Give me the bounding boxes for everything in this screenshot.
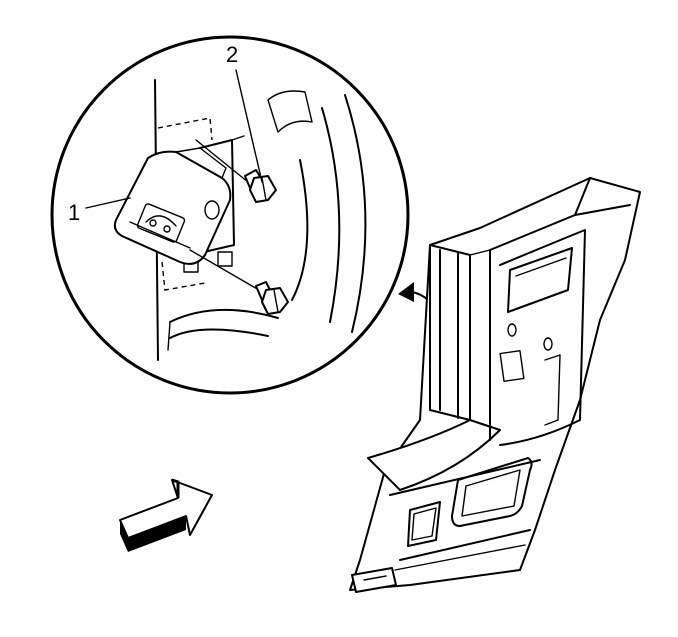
panel-hole — [204, 200, 220, 220]
callout-2-leader — [235, 69, 263, 183]
sill-end — [167, 321, 171, 351]
view-direction-arrow-icon — [119, 478, 213, 552]
lower-bolt-axis — [189, 249, 267, 295]
upper-bolt-axis — [195, 139, 249, 183]
cover-panel — [113, 150, 232, 265]
lower-sill-line-2 — [169, 328, 269, 339]
mount-outline-top — [157, 117, 213, 141]
detail-circle — [50, 35, 410, 395]
upper-slot-opening — [507, 247, 573, 313]
door-seal-middle — [321, 107, 341, 323]
lower-sill-line — [169, 308, 279, 323]
body-side-assembly — [349, 177, 641, 593]
lower-bolt-icon — [255, 281, 289, 315]
bottom-tab-detail — [363, 575, 387, 581]
inner-panel-outline — [499, 229, 586, 446]
bottom-tab — [351, 567, 397, 593]
square-cutout — [499, 350, 525, 382]
upper-opening — [267, 90, 313, 133]
callout-1-leader — [85, 197, 131, 209]
lower-frame-bottom — [399, 529, 531, 561]
pillar-top-edge — [469, 249, 491, 256]
door-seal-outer — [344, 94, 367, 333]
lower-cutout-large-inner — [461, 469, 521, 517]
sill-curve — [367, 419, 501, 491]
callout-2-label: 2 — [226, 42, 238, 67]
vertical-rib — [544, 354, 561, 426]
door-seal-inner — [291, 159, 309, 301]
hole-2 — [543, 337, 553, 351]
mount-outline-bottom — [161, 261, 206, 291]
callout-1-label: 1 — [68, 200, 80, 225]
lower-cutout-small-inner — [411, 507, 437, 541]
bracket-back — [199, 139, 235, 253]
top-flange-edge — [489, 214, 576, 251]
panel-emblem-icon — [136, 203, 186, 243]
pillar-front-face — [429, 244, 471, 421]
bracket-edge — [231, 135, 245, 141]
cover-panel-top-flange — [175, 147, 227, 179]
lower-frame-bottom-2 — [394, 544, 526, 571]
upper-slot-inner — [515, 257, 567, 277]
lower-frame-top — [389, 459, 541, 496]
detail-view: 1 2 — [50, 35, 410, 395]
hole-1 — [507, 323, 517, 337]
cover-panel-crease — [129, 221, 191, 249]
bracket-tab — [217, 251, 233, 267]
